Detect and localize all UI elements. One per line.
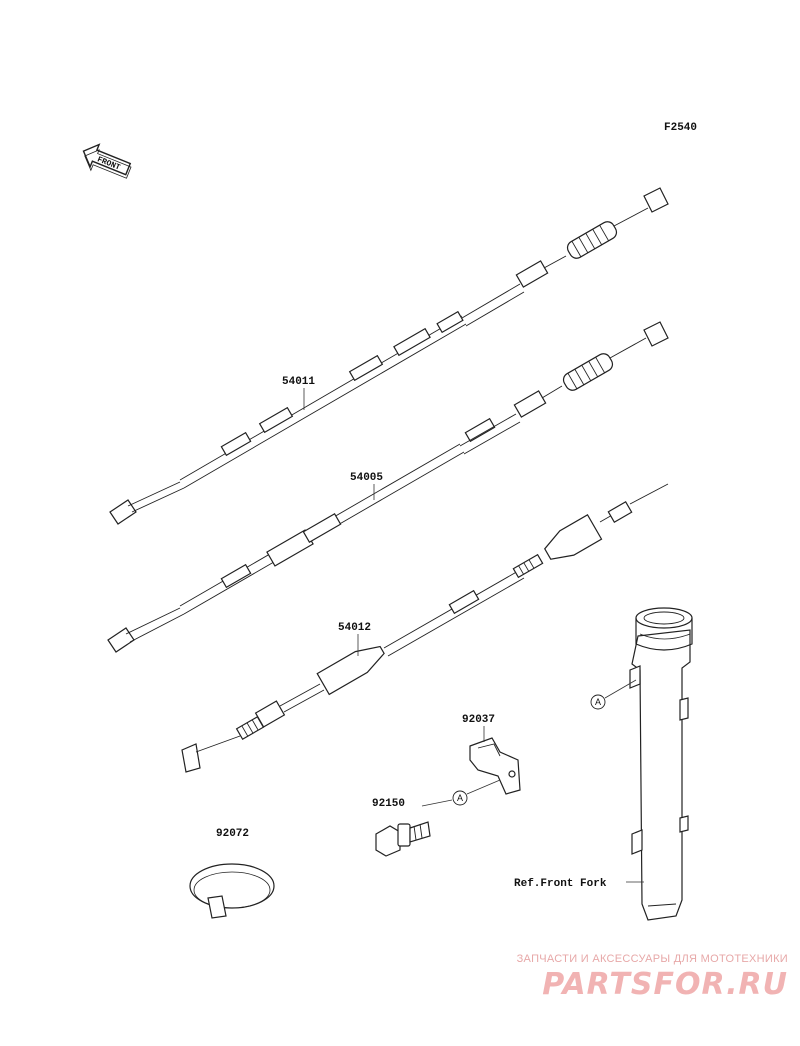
front-fork: A Ref.Front Fork — [514, 607, 693, 921]
clamp-92037: 92037 — [462, 714, 521, 795]
part-label-54012: 54012 — [338, 622, 371, 634]
cable-54012: 54012 — [181, 483, 669, 773]
band-92072: 92072 — [189, 828, 275, 919]
watermark-tagline: ЗАПЧАСТИ И АКСЕССУАРЫ ДЛЯ МОТОТЕХНИКИ — [516, 953, 788, 965]
cable-54011: 54011 — [109, 187, 669, 525]
front-arrow-icon: FRONT — [82, 143, 132, 179]
callout-a-bolt — [452, 790, 468, 806]
bolt-92150: 92150 A — [372, 779, 501, 857]
cable-54005: 54005 — [107, 321, 669, 653]
part-label-54005: 54005 — [350, 472, 383, 484]
svg-text:A: A — [457, 793, 463, 803]
part-label-92150: 92150 — [372, 798, 405, 810]
watermark-logo: PARTSFOR.RU — [542, 967, 788, 1002]
part-label-54011: 54011 — [282, 376, 315, 388]
part-label-92072: 92072 — [216, 828, 249, 840]
callout-a-fork — [590, 694, 606, 710]
watermark: ЗАПЧАСТИ И АКСЕССУАРЫ ДЛЯ МОТОТЕХНИКИ PA… — [517, 953, 788, 1002]
figure-id: F2540 — [664, 122, 697, 134]
ref-front-fork-label: Ref.Front Fork — [514, 878, 607, 890]
part-label-92037: 92037 — [462, 714, 495, 726]
svg-text:A: A — [595, 697, 601, 707]
